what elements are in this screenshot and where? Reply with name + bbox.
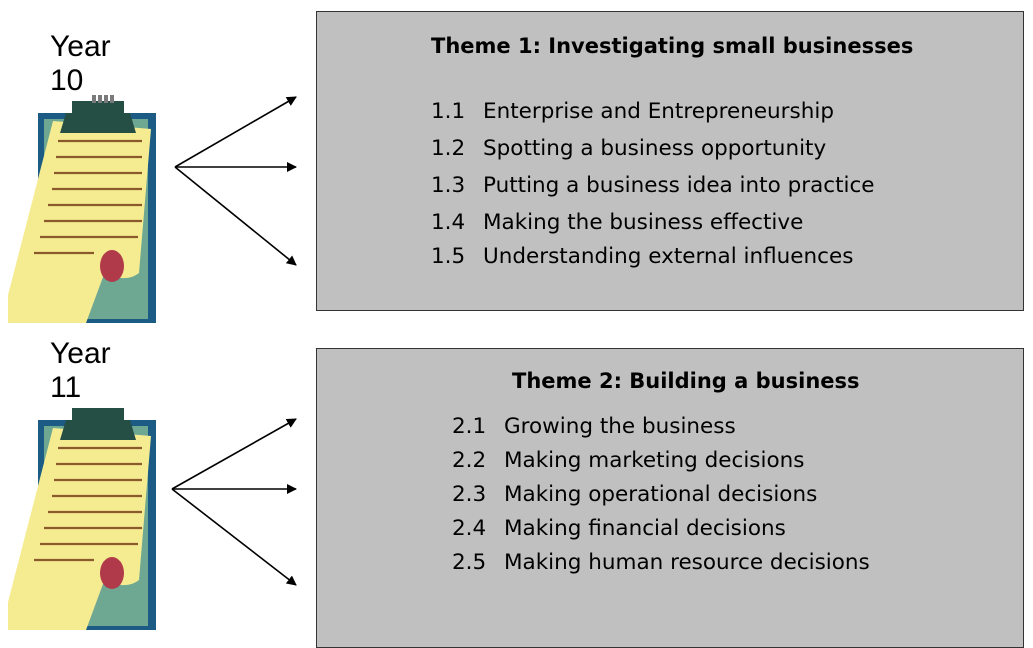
year-label-number: 11 — [50, 371, 82, 404]
topic-number: 2.1 — [452, 414, 487, 439]
topic-number: 1.2 — [431, 136, 466, 161]
topic-item: 1.3 Putting a business idea into practice — [431, 170, 875, 201]
topic-number: 1.3 — [431, 173, 466, 198]
topic-text: Making the business effective — [483, 210, 804, 235]
topic-number: 1.5 — [431, 244, 466, 269]
topic-text: Enterprise and Entrepreneurship — [483, 99, 834, 124]
topic-text: Spotting a business opportunity — [483, 136, 827, 161]
topic-item: 1.1 Enterprise and Entrepreneurship — [431, 96, 834, 127]
topic-number: 1.1 — [431, 99, 466, 124]
year-label-word: Year — [50, 30, 111, 63]
theme-title: Theme 1: Investigating small businesses — [431, 34, 914, 58]
theme-2-box: Theme 2: Building a business 2.1 Growing … — [316, 348, 1024, 648]
topic-item: 1.4 Making the business effective — [431, 207, 803, 238]
topic-text: Understanding external influences — [483, 244, 854, 269]
topic-text: Making marketing decisions — [504, 448, 805, 473]
year-label-number: 10 — [50, 64, 84, 97]
arrow-icon — [174, 96, 297, 168]
arrow-icon — [171, 488, 297, 586]
year-10-label: Year 10 — [50, 30, 111, 98]
topic-item: 2.1 Growing the business — [452, 411, 736, 442]
topic-item: 1.5 Understanding external influences — [431, 241, 853, 272]
arrows-layer — [171, 96, 297, 586]
topic-item: 2.2 Making marketing decisions — [452, 445, 804, 476]
year-label-word: Year — [50, 337, 111, 370]
theme-title: Theme 2: Building a business — [512, 369, 860, 393]
topic-number: 1.4 — [431, 210, 466, 235]
topic-number: 2.3 — [452, 482, 487, 507]
topic-item: 1.2 Spotting a business opportunity — [431, 133, 826, 164]
topic-text: Making human resource decisions — [504, 550, 870, 575]
topic-text: Making operational decisions — [504, 482, 818, 507]
topic-item: 2.3 Making operational decisions — [452, 479, 817, 510]
topic-text: Making financial decisions — [504, 516, 786, 541]
topic-number: 2.2 — [452, 448, 487, 473]
topic-text: Putting a business idea into practice — [483, 173, 875, 198]
theme-1-box: Theme 1: Investigating small businesses … — [316, 11, 1024, 311]
arrow-icon — [174, 166, 297, 266]
clipboard-icon — [8, 408, 156, 630]
topic-item: 2.4 Making financial decisions — [452, 513, 786, 544]
topic-number: 2.5 — [452, 550, 487, 575]
topic-number: 2.4 — [452, 516, 487, 541]
topic-item: 2.5 Making human resource decisions — [452, 547, 870, 578]
topic-text: Growing the business — [504, 414, 736, 439]
clipboard-icon — [8, 95, 156, 323]
arrow-icon — [171, 418, 297, 490]
year-11-label: Year 11 — [50, 337, 111, 405]
